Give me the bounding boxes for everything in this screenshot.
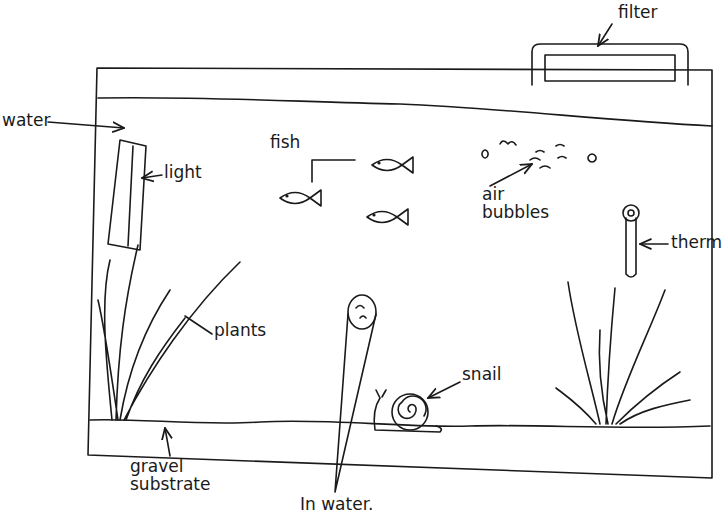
filter-arrow bbox=[598, 24, 612, 46]
light-tube bbox=[128, 146, 133, 246]
part-label: snail bbox=[462, 366, 502, 384]
thermometer bbox=[626, 218, 636, 277]
part-label: filter bbox=[618, 4, 658, 22]
fish-shape bbox=[367, 209, 408, 225]
light-arrow bbox=[142, 175, 162, 178]
tank-outline bbox=[88, 68, 712, 478]
probe-top bbox=[356, 306, 366, 319]
probe-leader bbox=[335, 314, 376, 492]
snail-shell bbox=[392, 394, 428, 430]
thermometer-top bbox=[623, 205, 639, 221]
thermometer-top bbox=[628, 210, 634, 216]
part-label: air bubbles bbox=[482, 186, 566, 222]
part-label: In water. bbox=[300, 496, 373, 514]
filter-box bbox=[532, 44, 688, 85]
bubbles-arrow bbox=[490, 164, 532, 186]
water-line bbox=[98, 98, 712, 126]
plants-leader bbox=[185, 316, 212, 334]
light-fixture bbox=[108, 140, 146, 250]
filter-inner bbox=[545, 55, 675, 81]
part-label: plants bbox=[214, 322, 266, 340]
therm-arrow bbox=[640, 243, 668, 245]
fish-bracket bbox=[312, 160, 355, 182]
plant-blades bbox=[556, 282, 690, 424]
part-label: gravel substrate bbox=[130, 458, 240, 494]
probe-top bbox=[348, 295, 376, 329]
part-label: therm bbox=[671, 234, 722, 252]
fish-shape bbox=[280, 190, 321, 206]
fish-shape bbox=[372, 157, 413, 173]
water-arrow bbox=[48, 122, 124, 128]
part-label: water bbox=[2, 112, 50, 130]
snail-arrow bbox=[428, 382, 460, 398]
air-bubbles bbox=[482, 141, 596, 168]
gravel-arrow bbox=[165, 428, 170, 456]
part-label: fish bbox=[270, 134, 300, 152]
part-label: light bbox=[164, 164, 202, 182]
snail-spiral bbox=[398, 396, 426, 418]
